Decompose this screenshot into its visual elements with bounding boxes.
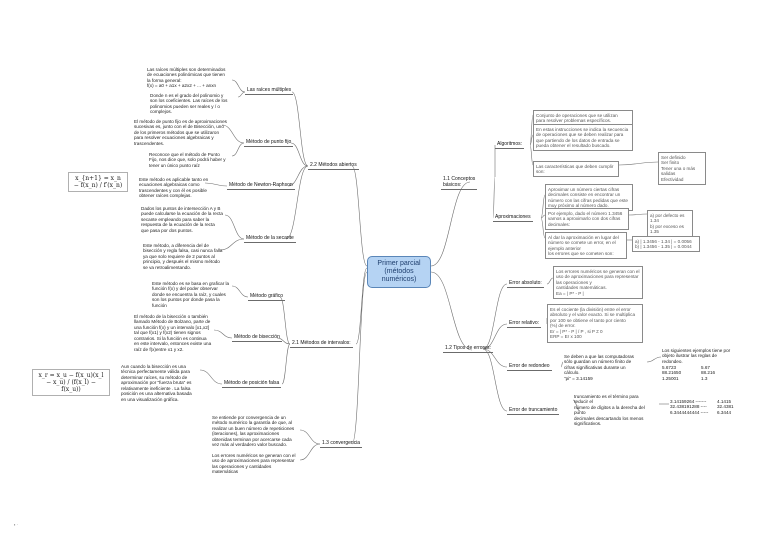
connector-line xyxy=(204,182,228,187)
text-raices-1: Las raíces múltiples son determinados de… xyxy=(147,66,226,89)
node-error-redondeo[interactable]: Error de redondeo xyxy=(507,363,552,372)
connector-line xyxy=(646,356,662,363)
connector-line xyxy=(628,213,648,216)
node-posicion-falsa[interactable]: Método de posición falsa xyxy=(222,380,282,389)
node-metodo-grafico[interactable]: Método gráfico xyxy=(248,293,286,302)
connector-line xyxy=(540,194,546,219)
connector-line xyxy=(546,277,554,285)
connector-line xyxy=(299,429,321,445)
node-error-absoluto[interactable]: Error absoluto: xyxy=(507,280,544,289)
connector-line xyxy=(221,124,245,144)
text-trunc-ex-right: 4.1415 32.4381 6.3444 xyxy=(717,398,734,415)
connector-line xyxy=(529,134,534,146)
text-redondeo-ex-right: 5.67 88.216 1.3 xyxy=(701,364,716,381)
text-redondeo-ex-title: Los siguientes ejemplos tiene por objeto… xyxy=(662,347,731,364)
connector-line xyxy=(529,114,534,146)
branch-tipos-errores[interactable]: 1.2 Tipos de errores: xyxy=(443,345,493,354)
node-secante[interactable]: Método de la secante xyxy=(244,235,296,244)
text-error-redondeo: Se deben a que las computadoras sólo gua… xyxy=(564,353,634,381)
connector-line xyxy=(529,144,534,166)
connector-line xyxy=(618,161,659,166)
text-aprox-4: Al dar la aproximación en lugar del núme… xyxy=(545,232,627,260)
text-error-relativo: Es el cociente (la división) entre el er… xyxy=(547,304,643,343)
branch-conceptos-basicos[interactable]: 1.1 Conceptos básicos: xyxy=(441,176,478,190)
text-algoritmos-2: En estas instrucciones se indica la secu… xyxy=(533,124,633,152)
node-biseccion[interactable]: Método de bisección xyxy=(232,334,282,343)
node-error-relativo[interactable]: Error relativo: xyxy=(507,320,542,329)
formula-newton: x_{n+1} = x_n − f(x_n) / f′(x_n) xyxy=(68,172,128,192)
connector-line xyxy=(540,214,546,219)
connector-line xyxy=(540,217,546,239)
connector-line xyxy=(199,369,223,385)
text-grafico: Este método es se basa en graficar la fu… xyxy=(152,280,230,308)
connector-line xyxy=(482,283,508,350)
text-error-truncamiento: truncamiento es el término para reducir … xyxy=(574,393,645,427)
text-punto-fijo-1: El método de punto fijo es de aproximaci… xyxy=(134,118,227,146)
connector-line xyxy=(285,165,309,240)
connector-line xyxy=(231,142,245,157)
connector-line xyxy=(351,271,368,445)
text-raices-2: Donde n es el grado del polinomio y son … xyxy=(150,92,228,115)
text-aprox-5: a) | 1.3456 - 1.34 | = 0.0056 b) | 1.345… xyxy=(632,236,700,253)
text-error-absoluto: Los errores numéricos se generan con el … xyxy=(553,266,643,299)
connector-line xyxy=(430,271,473,351)
connector-line xyxy=(219,238,245,251)
connector-line xyxy=(281,343,291,385)
root-topic[interactable]: Primer parcial (métodos numéricos) xyxy=(367,256,431,288)
text-convergencia-2: Los errores numéricos se generan con el … xyxy=(212,452,296,475)
text-secante-2: Este método, a diferencia del de bisecci… xyxy=(143,242,223,270)
text-algoritmos-3: Las características que deben cumplir so… xyxy=(533,161,619,178)
connector-line xyxy=(572,399,581,412)
node-aproximaciones[interactable]: Aproximaciones xyxy=(493,214,533,223)
connector-line xyxy=(430,181,471,267)
text-aprox-2: Por ejemplo, dado el número 1.3456 vamos… xyxy=(545,208,629,230)
connector-line xyxy=(287,165,309,187)
connector-line xyxy=(560,361,564,368)
corner-mark: ▪ · xyxy=(14,522,18,527)
text-algoritmos-4: Ser definido Ser finito Tener una o más … xyxy=(658,152,706,185)
connector-line xyxy=(291,91,309,167)
connector-line xyxy=(290,142,309,167)
connector-line xyxy=(492,176,496,219)
node-punto-fijo[interactable]: Método de punto fijo xyxy=(244,139,294,148)
connector-line xyxy=(355,267,368,345)
connector-line xyxy=(276,337,291,345)
connector-line xyxy=(231,79,246,93)
text-convergencia-1: Se entiende por convergencia de un métod… xyxy=(212,414,295,448)
connector-line xyxy=(213,329,233,339)
text-punto-fijo-2: Reconoce que el método de Punto Fijo, no… xyxy=(149,151,226,168)
connector-line xyxy=(237,91,246,98)
connector-line xyxy=(279,296,291,345)
text-aprox-3: a) por defecto es 1.34 b) por exceso es … xyxy=(647,210,693,238)
connector-line xyxy=(231,285,249,298)
node-error-truncamiento[interactable]: Error de truncamiento xyxy=(507,407,560,416)
connector-line xyxy=(482,348,508,412)
connector-line xyxy=(299,443,321,461)
connector-line xyxy=(482,348,508,368)
text-secante-1: Dados los puntos de intersección A y B p… xyxy=(141,205,223,233)
text-biseccion: El método de la bisección o también llam… xyxy=(134,313,212,353)
branch-convergencia[interactable]: 1.3 convergencia xyxy=(320,440,363,449)
node-newton-raphson[interactable]: Método de Newton-Raphson xyxy=(227,182,295,191)
text-redondeo-ex-left: 5.6723 88.21650 1.25001 xyxy=(662,364,682,381)
connector-line xyxy=(351,165,368,267)
connector-line xyxy=(482,323,508,350)
node-raices-multiples[interactable]: Las raíces múltiples xyxy=(245,87,294,96)
text-posicion-falsa: Aun cuando la bisección es una técnica p… xyxy=(121,363,192,403)
text-newton: Este método es aplicable tanto en ecuaci… xyxy=(139,176,209,199)
node-algoritmos[interactable]: Algoritmos: xyxy=(495,141,525,150)
text-trunc-ex-left: 3.14159264 ------- 32.438191288 ---- 6.3… xyxy=(670,398,709,415)
text-aprox-1: Aproximar un número ciertas cifras decim… xyxy=(545,184,633,212)
branch-metodos-intervalos[interactable]: 2.1 Métodos de intervalos: xyxy=(290,340,353,349)
connector-line xyxy=(224,214,245,240)
formula-posicion-falsa: x_r = x_u − f(x_u)(x_l − x_u) / (f(x_l) … xyxy=(32,369,110,396)
branch-metodos-abiertos[interactable]: 2.2 Métodos abiertos xyxy=(308,162,359,171)
